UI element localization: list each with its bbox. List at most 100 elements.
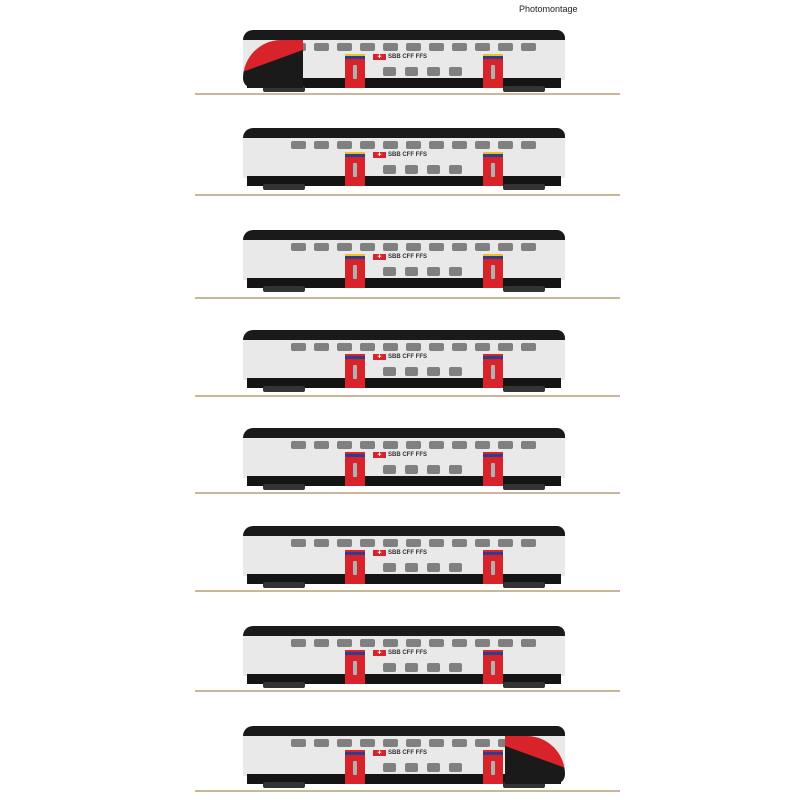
- car-row: ✚SBB CFF FFS: [0, 0, 800, 692]
- upper-window: [452, 639, 467, 647]
- upper-window: [383, 441, 398, 449]
- upper-window: [521, 539, 536, 547]
- upper-window: [429, 43, 444, 51]
- lower-window: [383, 563, 396, 572]
- bogie: [263, 582, 305, 588]
- bogie: [503, 484, 545, 490]
- sbb-logo: ✚SBB CFF FFS: [373, 650, 427, 656]
- lower-window: [427, 267, 440, 276]
- upper-window: [291, 441, 306, 449]
- upper-window: [475, 441, 490, 449]
- upper-window: [406, 539, 421, 547]
- double-deck-coach: ✚SBB CFF FFS: [243, 428, 565, 490]
- upper-window: [291, 243, 306, 251]
- track-line: [195, 790, 620, 792]
- underframe: [247, 774, 561, 784]
- upper-window: [291, 539, 306, 547]
- bogie: [503, 682, 545, 688]
- upper-window: [475, 141, 490, 149]
- lower-window: [383, 367, 396, 376]
- photomontage-caption: Photomontage: [519, 4, 578, 14]
- upper-window: [360, 141, 375, 149]
- entrance-door: [345, 254, 365, 288]
- lower-window: [383, 67, 396, 76]
- sbb-logo: ✚SBB CFF FFS: [373, 354, 427, 360]
- car-row: ✚SBB CFF FFS: [0, 0, 800, 196]
- lower-window: [427, 763, 440, 772]
- upper-window: [452, 43, 467, 51]
- car-row: ✚SBB CFF FFS: [0, 0, 800, 397]
- upper-window: [521, 639, 536, 647]
- underframe: [247, 378, 561, 388]
- upper-window: [452, 343, 467, 351]
- lower-window: [383, 465, 396, 474]
- roof: [243, 30, 565, 42]
- entrance-door: [483, 354, 503, 388]
- upper-window: [383, 739, 398, 747]
- upper-window: [498, 243, 513, 251]
- entrance-door: [483, 550, 503, 584]
- upper-window: [521, 141, 536, 149]
- upper-window: [291, 639, 306, 647]
- bogie: [503, 782, 545, 788]
- lower-window: [449, 563, 462, 572]
- upper-window: [383, 639, 398, 647]
- bogie: [263, 782, 305, 788]
- lower-window: [427, 465, 440, 474]
- track-line: [195, 93, 620, 95]
- upper-window: [314, 343, 329, 351]
- lower-window: [405, 465, 418, 474]
- roof: [243, 330, 565, 342]
- driving-trailer-rear: ✚SBB CFF FFS: [243, 726, 565, 788]
- roof: [243, 526, 565, 538]
- lower-window: [383, 663, 396, 672]
- underframe: [247, 674, 561, 684]
- lower-window: [427, 563, 440, 572]
- upper-window: [360, 441, 375, 449]
- upper-window: [475, 539, 490, 547]
- underframe: [247, 278, 561, 288]
- upper-window: [383, 539, 398, 547]
- lower-window: [427, 663, 440, 672]
- bogie: [263, 386, 305, 392]
- sbb-logo: ✚SBB CFF FFS: [373, 152, 427, 158]
- upper-window: [475, 243, 490, 251]
- car-row: ✚SBB CFF FFS: [0, 0, 800, 100]
- upper-window: [337, 639, 352, 647]
- upper-window: [314, 441, 329, 449]
- upper-window: [337, 539, 352, 547]
- underframe: [247, 176, 561, 186]
- lower-window: [427, 367, 440, 376]
- upper-window: [521, 343, 536, 351]
- upper-window: [314, 141, 329, 149]
- upper-window: [360, 343, 375, 351]
- roof: [243, 428, 565, 440]
- swiss-cross-icon: ✚: [373, 254, 386, 260]
- entrance-door: [483, 750, 503, 784]
- upper-window: [498, 43, 513, 51]
- bogie: [263, 184, 305, 190]
- entrance-door: [345, 152, 365, 186]
- upper-window: [383, 141, 398, 149]
- upper-window: [314, 43, 329, 51]
- lower-window: [449, 367, 462, 376]
- swiss-cross-icon: ✚: [373, 54, 386, 60]
- upper-window: [429, 441, 444, 449]
- track-line: [195, 590, 620, 592]
- upper-window: [337, 43, 352, 51]
- upper-window: [429, 639, 444, 647]
- lower-window: [427, 165, 440, 174]
- roof: [243, 626, 565, 638]
- bogie: [503, 86, 545, 92]
- upper-window: [291, 343, 306, 351]
- track-line: [195, 395, 620, 397]
- roof: [243, 128, 565, 140]
- upper-window: [452, 739, 467, 747]
- lower-window: [405, 367, 418, 376]
- upper-window: [498, 639, 513, 647]
- entrance-door: [345, 650, 365, 684]
- roof: [243, 726, 565, 738]
- bogie: [263, 86, 305, 92]
- track-line: [195, 297, 620, 299]
- swiss-cross-icon: ✚: [373, 152, 386, 158]
